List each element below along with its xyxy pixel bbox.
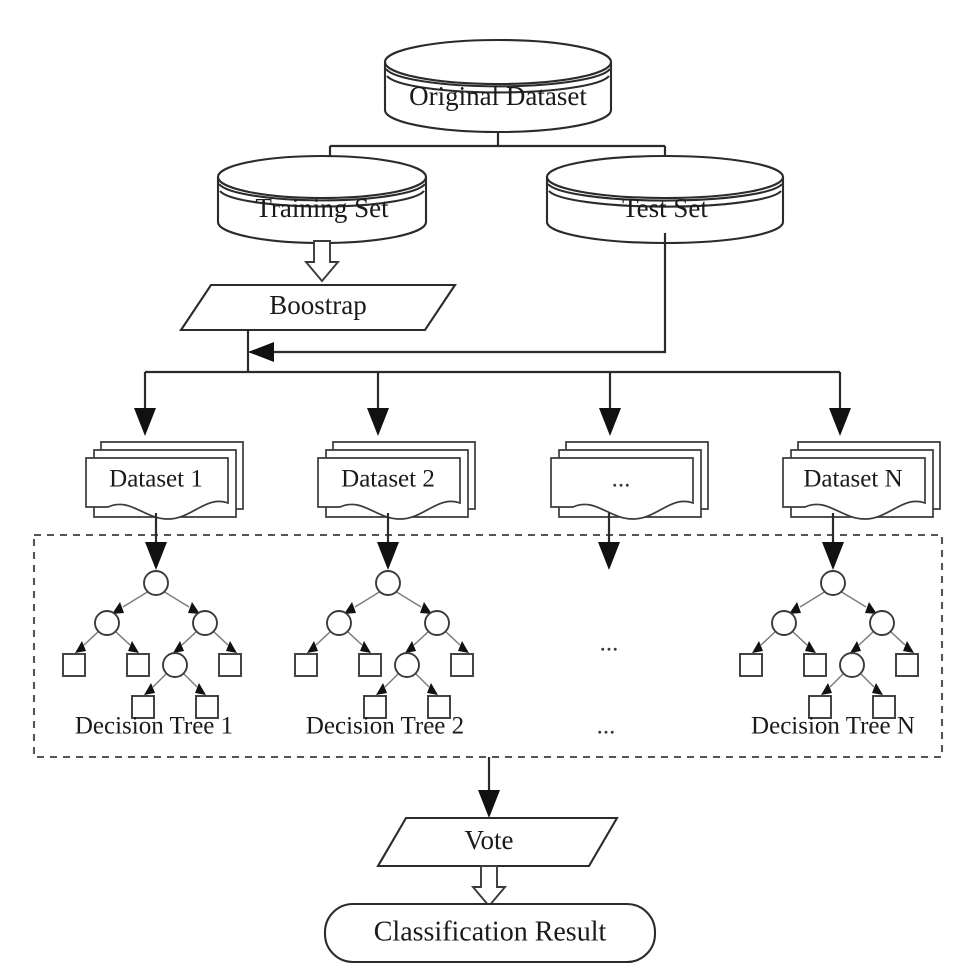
node-training-set[interactable]: Training Set — [216, 154, 428, 245]
trees-ellipsis-middle: ... — [600, 630, 619, 657]
classification-result-label: Classification Result — [374, 916, 607, 947]
tree-leaf — [62, 653, 86, 677]
bootstrap-label: Boostrap — [269, 290, 367, 320]
node-test-set[interactable]: Test Set — [545, 154, 785, 245]
tree-node-internal-left — [94, 610, 120, 636]
dataset-ellipsis-to-tree-arrow — [598, 513, 620, 570]
fanout-arrow-1 — [134, 372, 156, 436]
tree-node-internal-right — [192, 610, 218, 636]
arrows-datasets-to-trees — [145, 513, 844, 570]
node-vote[interactable]: Vote — [376, 816, 619, 868]
decision-tree-n[interactable] — [739, 570, 919, 719]
tree-leaf — [131, 695, 155, 719]
dataset-1-label: Dataset 1 — [109, 466, 203, 493]
dataset-2-label: Dataset 2 — [341, 466, 435, 493]
fanout-arrow-2 — [367, 372, 389, 436]
node-dataset-1[interactable]: Dataset 1 — [85, 441, 244, 520]
node-dataset-n[interactable]: Dataset N — [782, 441, 941, 520]
dataset-ellipsis-label: ... — [612, 466, 631, 493]
fanout-arrow-4 — [829, 372, 851, 436]
tree-leaf — [872, 695, 896, 719]
tree-node-internal-right — [424, 610, 450, 636]
tree-leaf — [363, 695, 387, 719]
tree-node-internal-sub — [162, 652, 188, 678]
tree-leaf — [803, 653, 827, 677]
dataset-n-label: Dataset N — [803, 466, 902, 493]
tree-leaf — [126, 653, 150, 677]
node-original-dataset[interactable]: Original Dataset — [383, 38, 613, 134]
decision-tree-2-label: Decision Tree 2 — [306, 713, 464, 740]
dataset-2-to-tree-2-arrow — [377, 513, 399, 570]
tree-leaf — [895, 653, 919, 677]
tree-node-internal-right — [869, 610, 895, 636]
tree-leaf — [808, 695, 832, 719]
decision-tree-1-label: Decision Tree 1 — [75, 713, 233, 740]
tree-leaf — [427, 695, 451, 719]
training-set-label: Training Set — [255, 193, 389, 223]
node-classification-result[interactable]: Classification Result — [323, 902, 657, 964]
dataset-n-to-tree-n-arrow — [822, 513, 844, 570]
arrow-training-to-bootstrap — [303, 240, 341, 283]
tree-node-internal-left — [771, 610, 797, 636]
tree-leaf — [195, 695, 219, 719]
decision-tree-1[interactable] — [62, 570, 242, 719]
arrow-trees-to-vote — [478, 757, 500, 818]
tree-leaf — [218, 653, 242, 677]
connector-bootstrap-to-fanout — [145, 233, 840, 374]
tree-leaf — [358, 653, 382, 677]
decision-tree-ellipsis-label: ... — [597, 713, 616, 740]
node-dataset-2[interactable]: Dataset 2 — [317, 441, 476, 520]
decision-tree-n-label: Decision Tree N — [751, 713, 915, 740]
tree-node-root — [820, 570, 846, 596]
original-dataset-label: Original Dataset — [409, 81, 587, 111]
arrows-fanout-to-datasets — [134, 372, 851, 436]
fanout-arrow-3 — [599, 372, 621, 436]
dataset-1-to-tree-1-arrow — [145, 513, 167, 570]
tree-node-root — [375, 570, 401, 596]
tree-leaf — [294, 653, 318, 677]
node-bootstrap[interactable]: Boostrap — [179, 283, 457, 332]
test-set-label: Test Set — [622, 193, 708, 223]
tree-leaf — [739, 653, 763, 677]
vote-label: Vote — [464, 825, 513, 855]
tree-leaf — [450, 653, 474, 677]
tree-node-root — [143, 570, 169, 596]
tree-node-internal-left — [326, 610, 352, 636]
node-dataset-ellipsis[interactable]: ... — [550, 441, 709, 520]
decision-trees-group-box — [32, 533, 944, 759]
tree-node-internal-sub — [839, 652, 865, 678]
tree-node-internal-sub — [394, 652, 420, 678]
decision-tree-2[interactable] — [294, 570, 474, 719]
arrow-vote-to-result — [470, 865, 508, 908]
